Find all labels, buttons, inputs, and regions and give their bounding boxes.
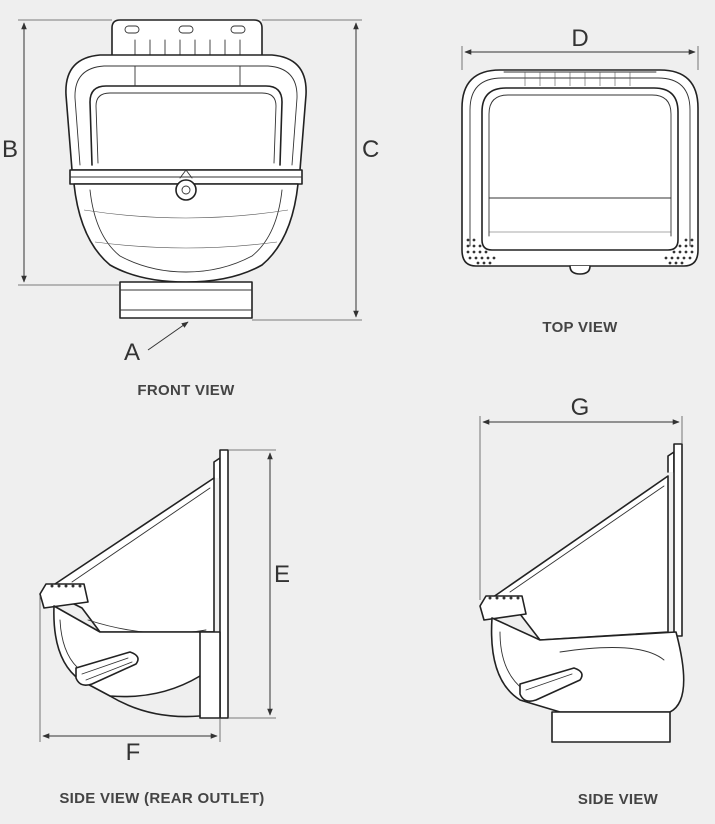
top-view-right-grille bbox=[664, 238, 694, 265]
dimension-a-label: A bbox=[124, 339, 140, 366]
dimension-b bbox=[18, 19, 120, 286]
dimension-f bbox=[39, 596, 221, 742]
dimension-g-label: G bbox=[571, 394, 590, 421]
dimension-d bbox=[461, 46, 699, 70]
top-view-label: TOP VIEW bbox=[542, 319, 618, 336]
side-view-drawing bbox=[479, 443, 685, 743]
front-view-drawing bbox=[65, 19, 307, 319]
dimension-e bbox=[228, 449, 276, 719]
dimension-d-label: D bbox=[571, 25, 588, 52]
side-rear-rim-dots bbox=[50, 584, 82, 588]
side-view-label: SIDE VIEW bbox=[578, 791, 659, 808]
dimension-e-label: E bbox=[274, 561, 290, 588]
dimension-c bbox=[252, 19, 362, 321]
side-view-rear-outlet-drawing bbox=[39, 449, 229, 719]
dimension-a-leader bbox=[147, 321, 189, 351]
front-view-label: FRONT VIEW bbox=[137, 382, 235, 399]
dimension-c-label: C bbox=[362, 136, 379, 163]
side-rim-dots bbox=[488, 596, 520, 600]
dimension-b-label: B bbox=[2, 136, 18, 163]
dimension-f-label: F bbox=[126, 739, 141, 766]
top-view-left-grille bbox=[466, 238, 496, 265]
dimension-g bbox=[479, 416, 683, 600]
top-view-drawing bbox=[461, 69, 699, 275]
side-view-rear-outlet-label: SIDE VIEW (REAR OUTLET) bbox=[59, 790, 264, 807]
